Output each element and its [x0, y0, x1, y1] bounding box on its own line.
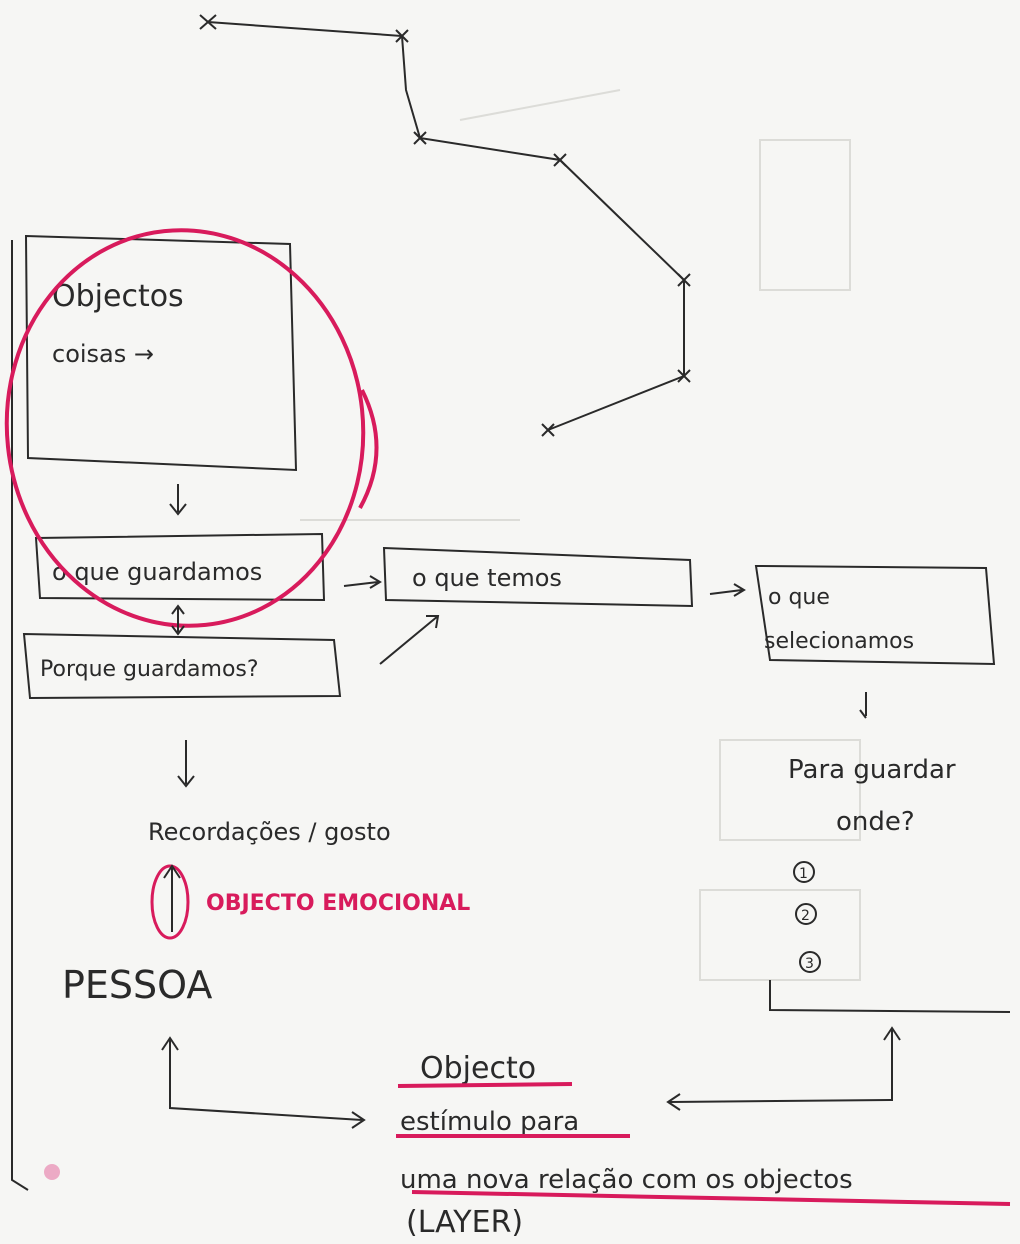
para-guardar-line2: onde? [836, 807, 915, 837]
arrow-to-temos [343, 575, 382, 589]
arrow-pessoa-to-objecto [161, 1036, 366, 1129]
bracket-bottom [769, 980, 1011, 1013]
temos-box: o que temos [382, 546, 694, 608]
para-guardar-line1: Para guardar [788, 755, 956, 785]
recordacoes-label: Recordações / gosto [148, 818, 391, 846]
guardamos-label: o que guardamos [52, 558, 262, 586]
objectos-box: Objectos coisas → [24, 234, 298, 472]
objectos-title: Objectos [52, 279, 184, 314]
paper-bleed-through [300, 89, 861, 981]
emotional-circle [150, 864, 190, 940]
selecionamos-box: o que selecionamos [754, 564, 996, 666]
objecto-emocional-label: OBJECTO EMOCIONAL [206, 891, 470, 916]
arrow-porque-to-temos [379, 615, 440, 665]
objecto-line2: estímulo para [400, 1107, 579, 1137]
highlight-circle [4, 228, 366, 628]
porque-label: Porque guardamos? [40, 657, 259, 682]
highlight-circle-tail [358, 389, 379, 509]
objecto-line4: (LAYER) [406, 1205, 523, 1240]
arrow-up-emotional [163, 864, 181, 932]
number-3: 3 [805, 956, 814, 972]
selecionamos-line1: o que [768, 585, 830, 610]
objecto-line3: uma nova relação com os objectos [400, 1165, 853, 1195]
top-path-line [207, 21, 685, 431]
arrow-bracket-to-objecto [666, 1026, 901, 1111]
arrow-down-3 [859, 692, 867, 719]
pink-smudge [44, 1164, 60, 1180]
objectos-sub: coisas → [52, 340, 154, 368]
numbered-list: 1 2 3 [793, 861, 821, 973]
temos-label: o que temos [412, 564, 562, 592]
guardamos-box: o que guardamos [34, 532, 326, 602]
arrow-updown [171, 604, 185, 636]
objecto-block: Objecto estímulo para uma nova relação c… [396, 1051, 1011, 1240]
arrow-down-1 [169, 484, 187, 516]
arrow-to-selecionamos [709, 583, 746, 597]
number-1: 1 [799, 866, 808, 882]
porque-box: Porque guardamos? [22, 632, 342, 700]
arrow-down-2 [177, 740, 195, 788]
top-path-markers [199, 14, 691, 437]
number-2: 2 [801, 908, 810, 924]
left-margin-line [11, 240, 29, 1191]
selecionamos-line2: selecionamos [764, 629, 914, 654]
objecto-line1: Objecto [420, 1051, 536, 1086]
pessoa-label: PESSOA [62, 963, 212, 1007]
